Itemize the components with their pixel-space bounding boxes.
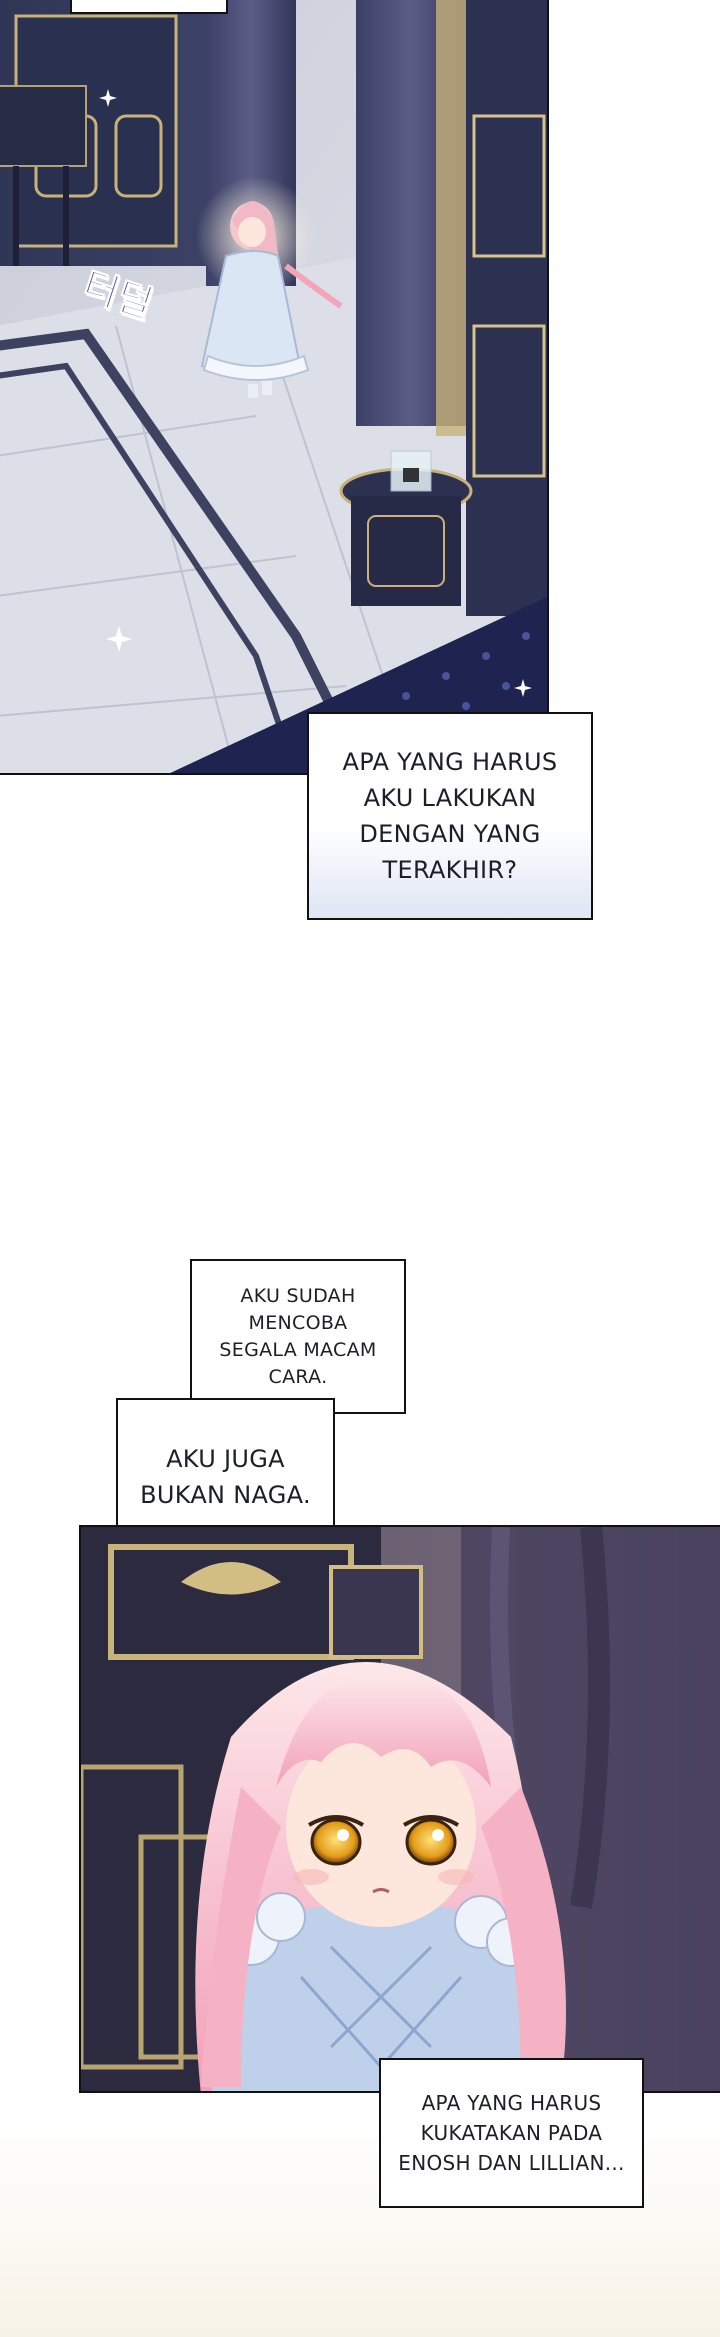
- caption-text-3: AKU JUGA BUKAN NAGA.: [140, 1444, 311, 1509]
- cropped-caption-box: [70, 0, 228, 14]
- room-illustration: [0, 0, 547, 773]
- caption-text-2: AKU SUDAH MENCOBA SEGALA MACAM CARA.: [219, 1284, 377, 1388]
- panel-girl-closeup: [79, 1525, 720, 2093]
- caption-text-1: APA YANG HARUS AKU LAKUKAN DENGAN YANG T…: [342, 748, 558, 884]
- caption-text-4: APA YANG HARUS KUKATAKAN PADA ENOSH DAN …: [398, 2091, 625, 2175]
- panel-room-scene: 터덜: [0, 0, 549, 775]
- caption-box-4: APA YANG HARUS KUKATAKAN PADA ENOSH DAN …: [379, 2058, 644, 2208]
- caption-box-2: AKU SUDAH MENCOBA SEGALA MACAM CARA.: [190, 1259, 406, 1414]
- girl-closeup-illustration: [81, 1527, 720, 2091]
- caption-box-1: APA YANG HARUS AKU LAKUKAN DENGAN YANG T…: [307, 712, 593, 920]
